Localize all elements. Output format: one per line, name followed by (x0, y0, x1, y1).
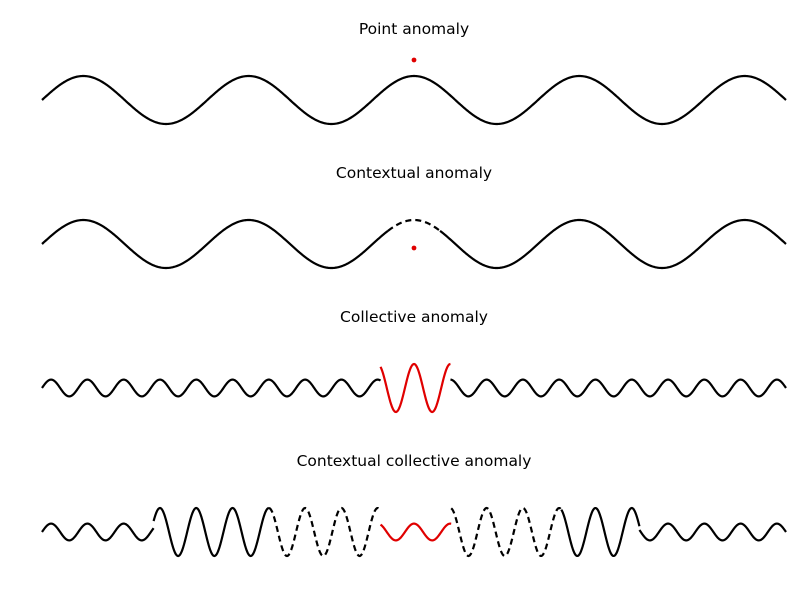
contextual-anomaly-signal (41, 218, 787, 270)
point-anomaly-signal (41, 57, 787, 126)
panel-contextual-collective-anomaly: Contextual collective anomaly (41, 452, 787, 558)
normal-signal-line (638, 522, 787, 542)
normal-signal-line (439, 218, 787, 270)
panel-title-collective-anomaly: Collective anomaly (340, 308, 488, 326)
normal-signal-line (41, 522, 155, 542)
point-anomaly-marker (411, 57, 417, 63)
panel-title-point-anomaly: Point anomaly (359, 20, 469, 38)
collective-anomaly-signal (41, 362, 787, 414)
collective-anomaly-line (379, 362, 451, 414)
large-signal-line (152, 506, 270, 558)
normal-signal-line (41, 74, 787, 126)
contextual-collective-anomaly-signal (41, 506, 787, 558)
normal-signal-line (41, 218, 389, 270)
expected-signal-dashed-line (268, 506, 382, 558)
panel-contextual-anomaly: Contextual anomaly (41, 164, 787, 270)
normal-signal-line (41, 378, 382, 398)
panel-title-contextual-collective-anomaly: Contextual collective anomaly (297, 452, 532, 470)
normal-signal-line (450, 378, 787, 398)
expected-signal-dashed-line (387, 218, 441, 232)
panel-collective-anomaly: Collective anomaly (41, 308, 787, 414)
contextual-collective-anomaly-line (379, 522, 452, 542)
panel-title-contextual-anomaly: Contextual anomaly (336, 164, 492, 182)
panel-point-anomaly: Point anomaly (41, 20, 787, 126)
contextual-anomaly-marker (411, 245, 417, 251)
expected-signal-dashed-line (450, 506, 563, 558)
large-signal-line (560, 506, 641, 558)
